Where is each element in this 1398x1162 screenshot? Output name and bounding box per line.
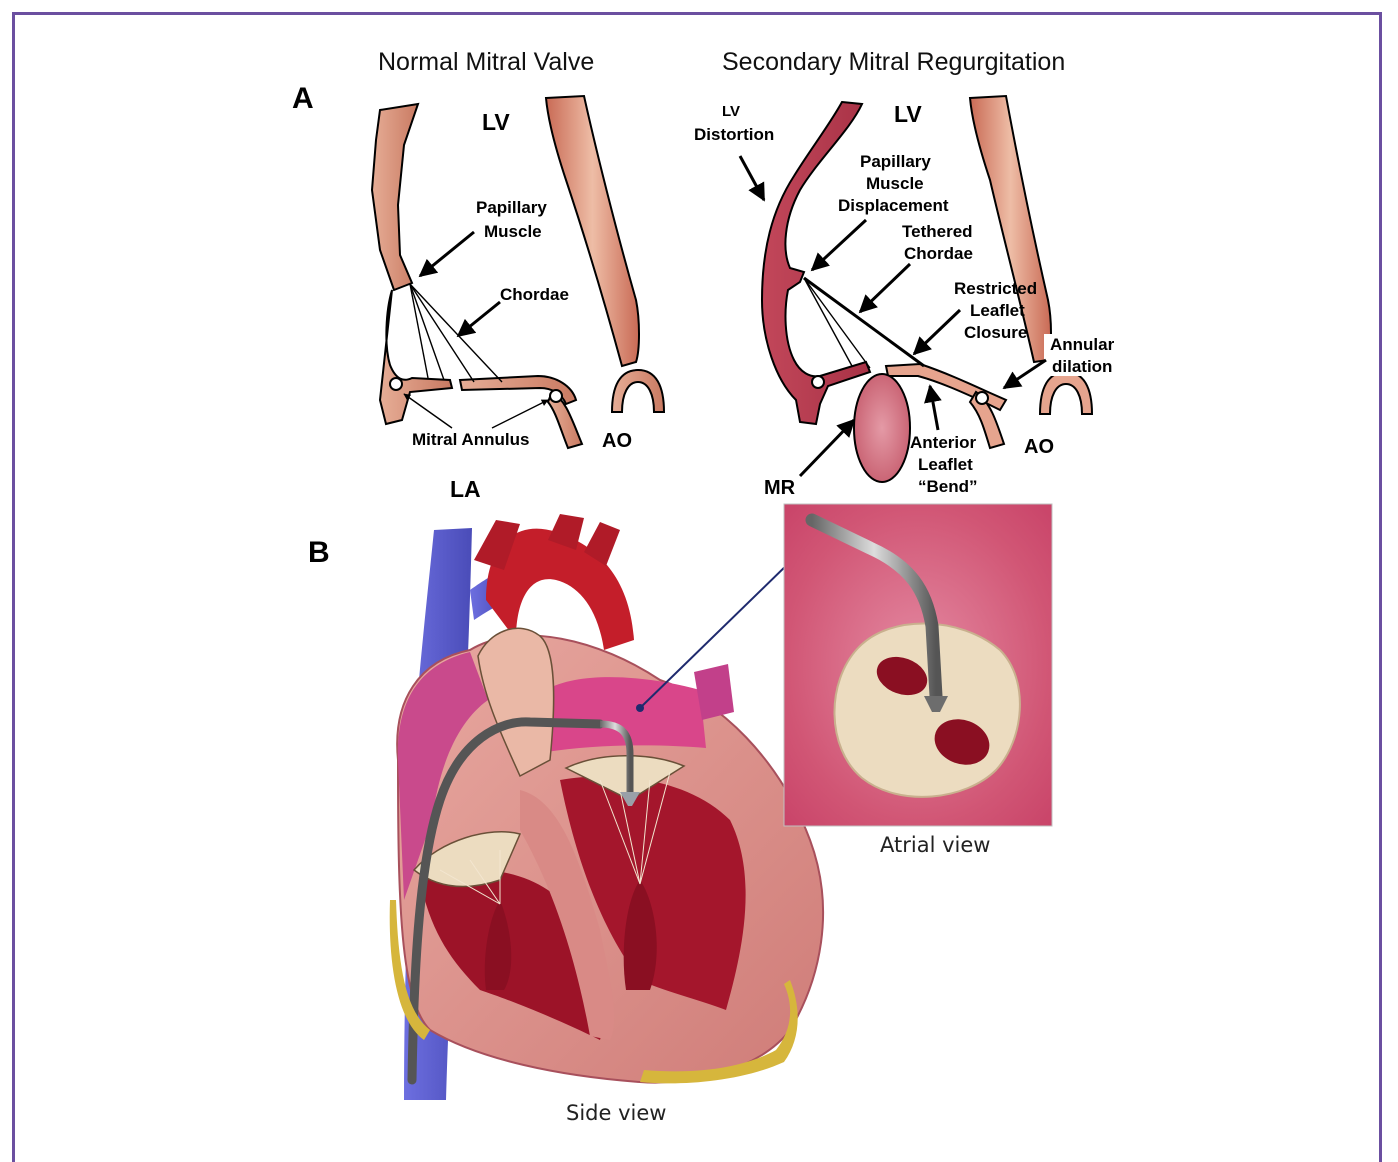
smr-anterior-3: “Bend” [918, 477, 978, 496]
inset-leader-dot [636, 704, 644, 712]
normal-annulus-ring-left [390, 378, 402, 390]
smr-title: Secondary Mitral Regurgitation [722, 48, 1065, 76]
smr-chordae [804, 278, 870, 368]
normal-annulus-arrow-right [492, 400, 548, 428]
smr-tethered-1: Tethered [902, 222, 973, 241]
smr-lv-distortion-1: LV [722, 103, 740, 120]
smr-anterior-2: Leaflet [918, 455, 973, 474]
smr-restricted-1: Restricted [954, 279, 1037, 298]
smr-annulus-ring-right [976, 392, 988, 404]
normal-papillary-label-1: Papillary [476, 198, 547, 217]
side-view-label: Side view [566, 1101, 666, 1125]
smr-lv-distortion-arrow [740, 156, 764, 200]
normal-ao-label: AO [602, 430, 632, 452]
normal-chordae-arrow [458, 302, 500, 336]
panel-b-letter: B [308, 536, 330, 569]
smr-annular-2: dilation [1052, 357, 1112, 376]
normal-title: Normal Mitral Valve [378, 48, 594, 76]
normal-aortic-root [612, 370, 664, 412]
smr-restricted-arrow [914, 310, 960, 354]
panel-a-letter: A [292, 82, 314, 115]
smr-mr-arrow [800, 420, 854, 476]
smr-ao-label: AO [1024, 436, 1054, 458]
normal-mitral-valve-diagram: Normal Mitral Valve LV Papillary Muscle … [372, 48, 664, 502]
mr-jet [854, 374, 910, 482]
smr-lv-label: LV [894, 101, 922, 127]
normal-la-label: LA [450, 476, 481, 502]
atrial-view-label: Atrial view [880, 833, 990, 857]
smr-annular-1: Annular [1050, 335, 1115, 354]
normal-septum [546, 96, 639, 366]
smr-restricted-2: Leaflet [970, 301, 1025, 320]
heart-illustration: Side view [390, 514, 823, 1125]
smr-aortic-root [1040, 372, 1092, 414]
normal-papillary-arrow [420, 232, 474, 276]
atrial-view-inset: Atrial view [784, 504, 1052, 857]
smr-restricted-3: Closure [964, 323, 1027, 342]
smr-tethered-chord [804, 278, 924, 366]
smr-annular-arrow [1004, 360, 1046, 388]
normal-chordae-label: Chordae [500, 285, 569, 304]
smr-tethered-arrow [860, 264, 910, 312]
smr-lv-distortion-2: Distortion [694, 125, 774, 144]
smr-pm-disp-2: Muscle [866, 174, 924, 193]
normal-annulus-ring-right [550, 390, 562, 402]
smr-pm-disp-3: Displacement [838, 196, 949, 215]
secondary-mr-diagram: Secondary Mitral Regurgitation LV LV Dis… [694, 48, 1122, 499]
normal-lv-wall [372, 104, 418, 290]
normal-papillary-label-2: Muscle [484, 222, 542, 241]
smr-mr-label: MR [764, 477, 796, 499]
normal-mitral-annulus-label: Mitral Annulus [412, 430, 529, 449]
normal-annulus-arrow-left [404, 394, 452, 428]
normal-posterior-leaflet [380, 290, 452, 424]
smr-pm-disp-arrow [812, 220, 866, 270]
smr-tethered-2: Chordae [904, 244, 973, 263]
smr-anterior-arrow [930, 386, 938, 430]
smr-annulus-ring-left [812, 376, 824, 388]
smr-pm-disp-1: Papillary [860, 152, 931, 171]
normal-chordae [410, 284, 502, 382]
normal-lv-label: LV [482, 109, 510, 135]
smr-anterior-1: Anterior [910, 433, 977, 452]
